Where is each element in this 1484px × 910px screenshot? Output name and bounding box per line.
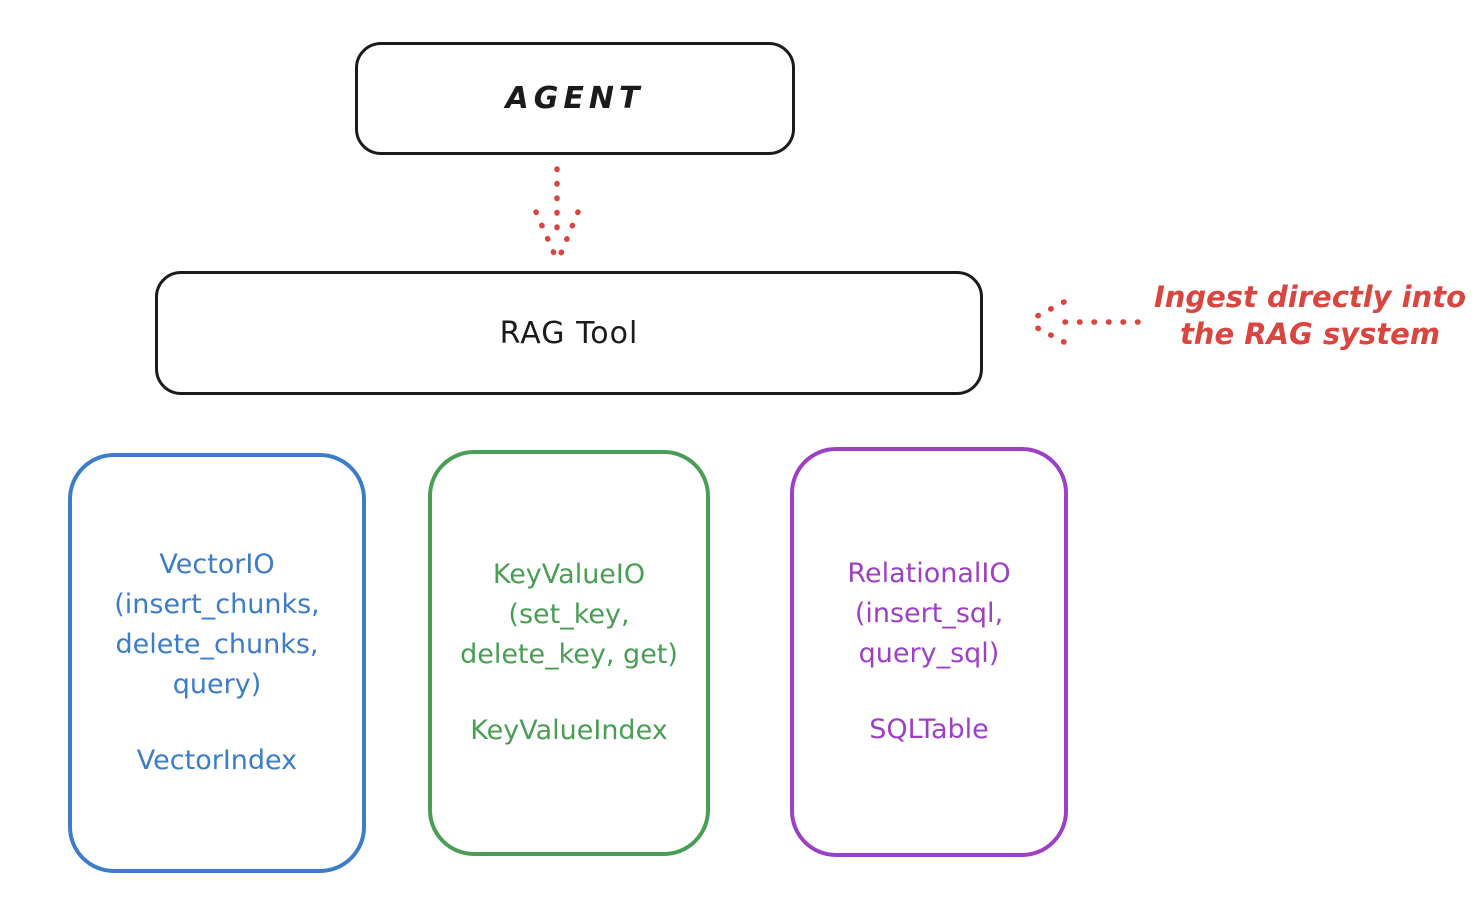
annotation-line-2: the RAG system — [1179, 317, 1441, 351]
store-line: query_sql) — [858, 638, 1000, 669]
vector-io-box: VectorIO (insert_chunks, delete_chunks, … — [68, 453, 366, 873]
store-line: delete_key, get) — [460, 639, 678, 670]
store-line: VectorIO — [159, 549, 275, 580]
annotation-line-1: Ingest directly into — [1153, 280, 1467, 314]
key-value-index-label: KeyValueIndex — [470, 715, 668, 746]
store-line: query) — [172, 669, 262, 700]
store-line: delete_chunks, — [115, 629, 319, 660]
key-value-io-box: KeyValueIO (set_key, delete_key, get) Ke… — [428, 450, 710, 856]
agent-to-ragtool-arrow — [533, 166, 581, 261]
agent-label: AGENT — [505, 81, 645, 116]
store-line: (insert_sql, — [854, 598, 1004, 629]
key-value-io-text: KeyValueIO (set_key, delete_key, get) Ke… — [460, 555, 678, 751]
sql-table-label: SQLTable — [869, 714, 989, 745]
store-line: (set_key, — [508, 599, 630, 630]
annotation-to-ragtool-arrow — [1023, 299, 1141, 345]
relational-io-box: RelationalIO (insert_sql, query_sql) SQL… — [790, 447, 1068, 857]
vector-io-signature: VectorIO (insert_chunks, delete_chunks, … — [114, 545, 319, 705]
key-value-io-signature: KeyValueIO (set_key, delete_key, get) — [460, 555, 678, 675]
rag-tool-box: RAG Tool — [155, 271, 983, 395]
store-line: KeyValueIO — [492, 559, 646, 590]
store-line: (insert_chunks, — [114, 589, 320, 620]
vector-io-text: VectorIO (insert_chunks, delete_chunks, … — [114, 545, 319, 781]
store-line: RelationalIO — [847, 558, 1011, 589]
agent-box: AGENT — [355, 42, 795, 155]
vector-index-label: VectorIndex — [136, 745, 298, 776]
relational-io-signature: RelationalIO (insert_sql, query_sql) — [847, 554, 1010, 674]
rag-tool-label: RAG Tool — [499, 315, 639, 351]
annotation-text: Ingest directly into the RAG system — [1145, 279, 1475, 353]
relational-io-text: RelationalIO (insert_sql, query_sql) SQL… — [847, 554, 1010, 750]
